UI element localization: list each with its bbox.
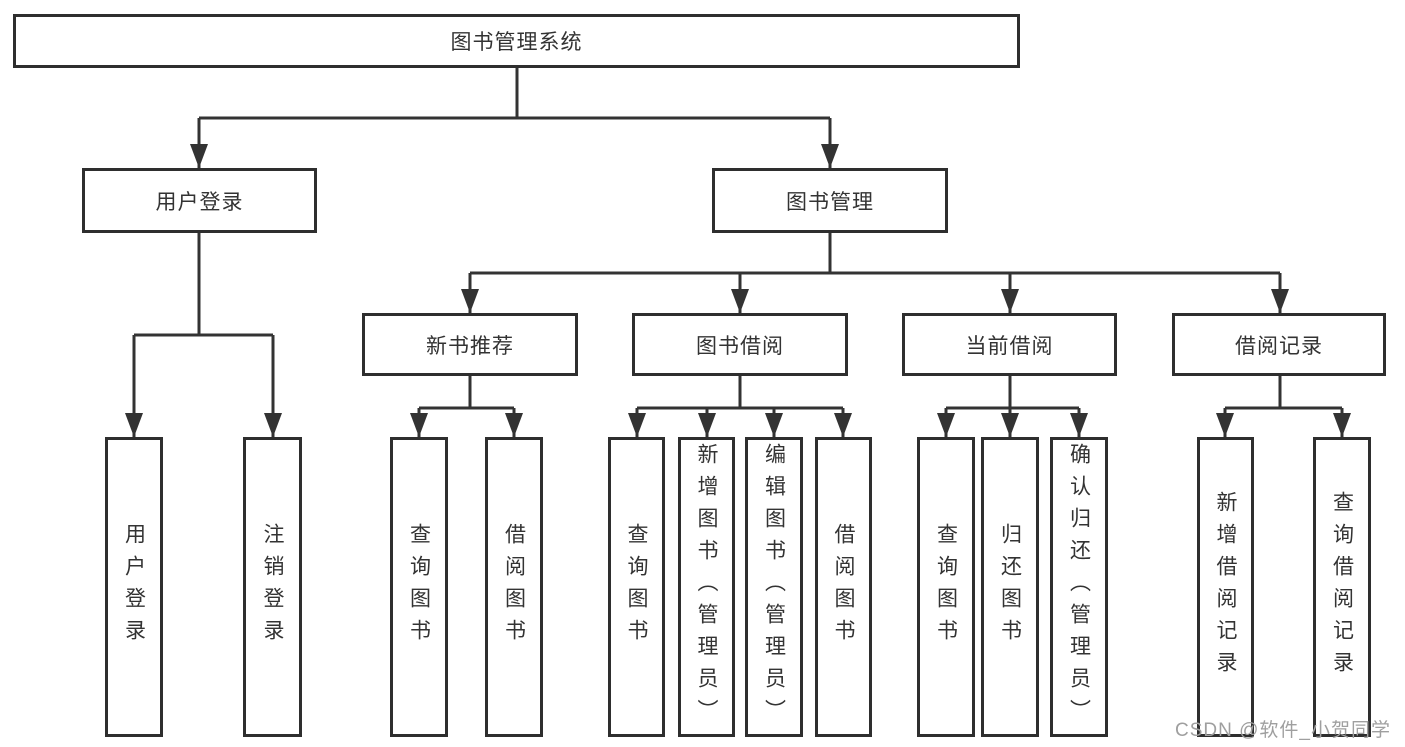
- node-leaf-bw-borrow-book: 借阅图书: [815, 437, 872, 737]
- connector-newbook-children: [410, 376, 523, 437]
- node-leaf-rec-add-record: 新增借阅记录: [1197, 437, 1254, 737]
- node-leaf-user-login: 用户登录: [105, 437, 163, 737]
- node-borrow-records-label: 借阅记录: [1235, 334, 1323, 358]
- node-current-borrow-label: 当前借阅: [965, 334, 1054, 358]
- node-user-login: 用户登录: [82, 168, 317, 233]
- node-leaf-rec-query-record: 查询借阅记录: [1313, 437, 1371, 737]
- node-leaf-cur-return-book: 归还图书: [981, 437, 1039, 737]
- node-book-borrow-label: 图书借阅: [696, 334, 784, 358]
- node-leaf-bw-query-book-label: 查询图书: [625, 523, 648, 651]
- connector-current-children: [937, 376, 1088, 437]
- node-user-login-label: 用户登录: [155, 190, 244, 214]
- node-book-management: 图书管理: [712, 168, 948, 233]
- node-leaf-nb-query-book-label: 查询图书: [407, 523, 431, 651]
- node-leaf-bw-add-book-admin: 新增图书（管理员）: [678, 437, 735, 737]
- node-leaf-bw-edit-book-admin: 编辑图书（管理员）: [745, 437, 803, 737]
- node-leaf-cur-return-book-label: 归还图书: [998, 523, 1022, 651]
- connector-book-mgmt-to-level3: [461, 233, 1289, 313]
- connector-root-to-level2: [190, 68, 839, 168]
- node-leaf-cur-query-book: 查询图书: [917, 437, 975, 737]
- node-leaf-rec-query-record-label: 查询借阅记录: [1330, 491, 1354, 683]
- node-leaf-user-login-label: 用户登录: [122, 523, 146, 651]
- node-borrow-records: 借阅记录: [1172, 313, 1386, 376]
- connector-borrow-children: [628, 376, 852, 437]
- node-leaf-logout: 注销登录: [243, 437, 302, 737]
- node-leaf-bw-borrow-book-label: 借阅图书: [832, 523, 855, 651]
- connector-user-login-children: [125, 233, 282, 437]
- node-leaf-nb-borrow-book: 借阅图书: [485, 437, 543, 737]
- node-leaf-bw-query-book: 查询图书: [608, 437, 665, 737]
- node-leaf-cur-confirm-return-admin: 确认归还（管理员）: [1050, 437, 1108, 737]
- node-leaf-cur-query-book-label: 查询图书: [934, 523, 958, 651]
- node-book-borrow: 图书借阅: [632, 313, 848, 376]
- node-leaf-nb-query-book: 查询图书: [390, 437, 448, 737]
- connector-records-children: [1216, 376, 1351, 437]
- node-library-system: 图书管理系统: [13, 14, 1020, 68]
- node-current-borrow: 当前借阅: [902, 313, 1117, 376]
- node-leaf-cur-confirm-return-admin-label: 确认归还（管理员）: [1067, 443, 1091, 731]
- node-leaf-logout-label: 注销登录: [261, 523, 284, 651]
- node-new-book-recommend-label: 新书推荐: [426, 334, 514, 358]
- node-new-book-recommend: 新书推荐: [362, 313, 578, 376]
- node-book-management-label: 图书管理: [786, 190, 874, 214]
- node-leaf-bw-add-book-admin-label: 新增图书（管理员）: [695, 443, 718, 731]
- csdn-watermark: CSDN @软件_小贺同学: [1175, 720, 1391, 741]
- node-leaf-nb-borrow-book-label: 借阅图书: [502, 523, 526, 651]
- node-leaf-bw-edit-book-admin-label: 编辑图书（管理员）: [762, 443, 786, 731]
- node-leaf-rec-add-record-label: 新增借阅记录: [1214, 491, 1237, 683]
- node-library-system-label: 图书管理系统: [450, 31, 583, 54]
